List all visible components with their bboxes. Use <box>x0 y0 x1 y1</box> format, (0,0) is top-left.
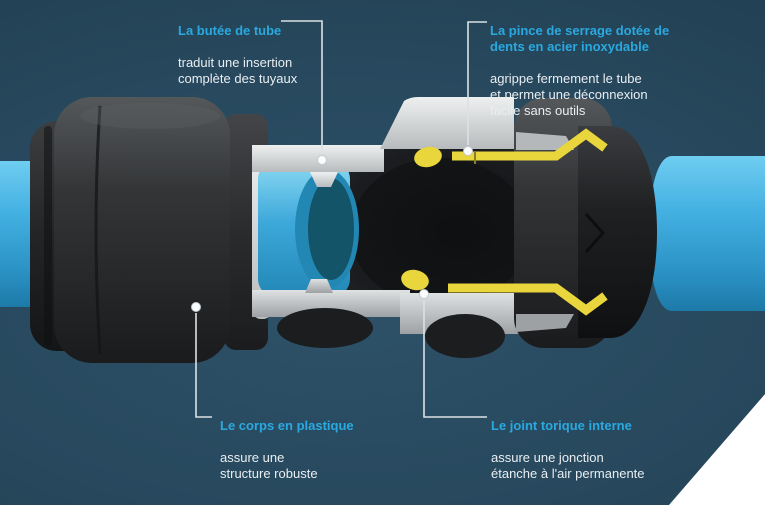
dot-plastic-body <box>191 302 201 312</box>
callout-lines <box>195 20 487 418</box>
callout-tube-stop-title: La butée de tube <box>178 23 282 38</box>
leader-plastic-body <box>195 313 212 418</box>
fitting-bore-shadow <box>350 158 530 306</box>
tube-stop-tab <box>310 172 338 187</box>
callout-o-ring-body: assure une jonction étanche à l'air perm… <box>491 450 645 481</box>
dot-grip-ring <box>463 146 473 156</box>
dot-o-ring <box>419 289 429 299</box>
leader-tube-stop <box>281 20 323 154</box>
callout-grip-ring: La pince de serrage dotée de dents en ac… <box>490 7 669 135</box>
callout-grip-ring-body: agrippe fermement le tube et permet une … <box>490 71 648 118</box>
body-seam-line <box>94 105 102 355</box>
end-cap-groove <box>44 126 52 346</box>
callout-o-ring: Le joint torique interne assure une jonc… <box>491 402 645 498</box>
tube-bore <box>308 178 354 280</box>
collet-cap-cut-face-top <box>516 132 574 150</box>
callout-tube-stop-body: traduit une insertion complète des tuyau… <box>178 55 298 86</box>
callout-plastic-body: Le corps en plastique assure une structu… <box>220 402 354 498</box>
tube-stop-tab-bottom <box>305 279 333 293</box>
callout-plastic-body-title: Le corps en plastique <box>220 418 354 433</box>
body-bottom-bulge <box>277 308 373 348</box>
leader-grip-ring <box>467 21 487 145</box>
body-top-highlight <box>80 103 220 129</box>
collet-bottom-bulge <box>425 314 505 358</box>
callout-dots <box>191 146 473 312</box>
page-corner-cut <box>669 394 765 505</box>
o-ring-top <box>414 146 442 168</box>
leader-o-ring <box>423 300 487 418</box>
collet-cap-cut-face-bottom <box>516 314 574 332</box>
cut-wall-top-raised <box>380 97 514 149</box>
right-blue-pipe <box>649 156 765 311</box>
collet-release-notch <box>584 212 606 254</box>
collet-nose <box>578 126 657 338</box>
dot-tube-stop <box>317 155 327 165</box>
teeth-clamp-top <box>452 128 608 161</box>
callout-plastic-body-body: assure une structure robuste <box>220 450 318 481</box>
callout-o-ring-title: Le joint torique interne <box>491 418 632 433</box>
teeth-clamp-bottom <box>448 283 608 316</box>
callout-tube-stop: La butée de tube traduit une insertion c… <box>178 7 297 103</box>
o-ring-bottom <box>401 269 429 291</box>
plastic-body-shell <box>54 97 230 363</box>
callout-grip-ring-title: La pince de serrage dotée de dents en ac… <box>490 23 670 54</box>
